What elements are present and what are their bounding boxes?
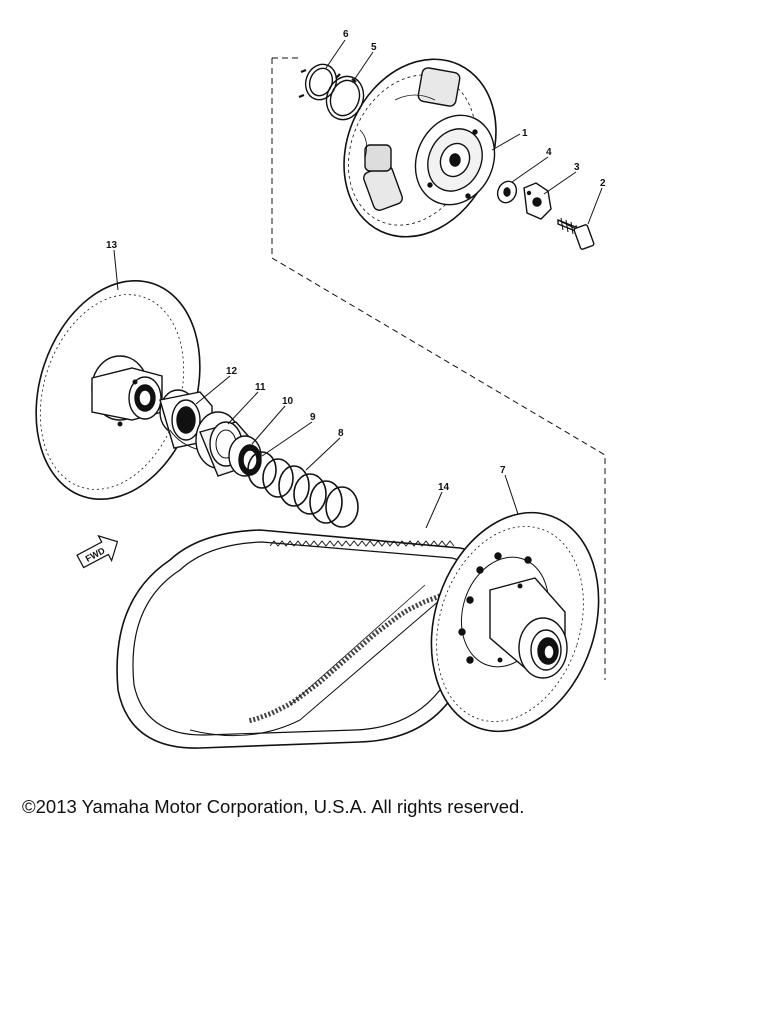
callout-10: 10: [282, 396, 294, 407]
callout-5: 5: [371, 42, 377, 53]
secondary-fixed-sheave-13: [35, 279, 201, 501]
bolt-2: [557, 217, 595, 250]
spring-8: [247, 451, 359, 528]
callout-8: 8: [338, 428, 344, 439]
forward-direction-arrow: FWD: [76, 534, 119, 569]
callout-3: 3: [574, 162, 580, 173]
callout-6: 6: [343, 29, 349, 40]
callout-1: 1: [522, 128, 528, 139]
callout-12: 12: [226, 366, 238, 377]
callout-7: 7: [500, 465, 506, 476]
v-belt-14: [116, 529, 514, 749]
leader-lines: [113, 39, 603, 529]
copyright-notice: ©2013 Yamaha Motor Corporation, U.S.A. A…: [22, 796, 525, 817]
exploded-parts-diagram: FWD 1 2 3 4 5 6 7 8 9 10 11 12 13 14: [35, 29, 606, 749]
callout-11: 11: [255, 382, 266, 393]
callout-9: 9: [310, 412, 316, 423]
primary-sheave-cover: [343, 58, 497, 238]
callout-2: 2: [600, 178, 606, 189]
secondary-sliding-sheave-7: [430, 511, 600, 733]
assembly-boundary: [271, 57, 606, 680]
spring-seat-10: [228, 435, 262, 477]
circlip-5: [325, 73, 365, 121]
lock-plate-3: [523, 182, 552, 220]
washer-4: [496, 180, 518, 204]
callout-4: 4: [546, 147, 552, 158]
callout-numbers: 1 2 3 4 5 6 7 8 9 10 11 12 13 14: [106, 29, 606, 493]
callout-13: 13: [106, 240, 118, 251]
callout-14: 14: [438, 482, 450, 493]
